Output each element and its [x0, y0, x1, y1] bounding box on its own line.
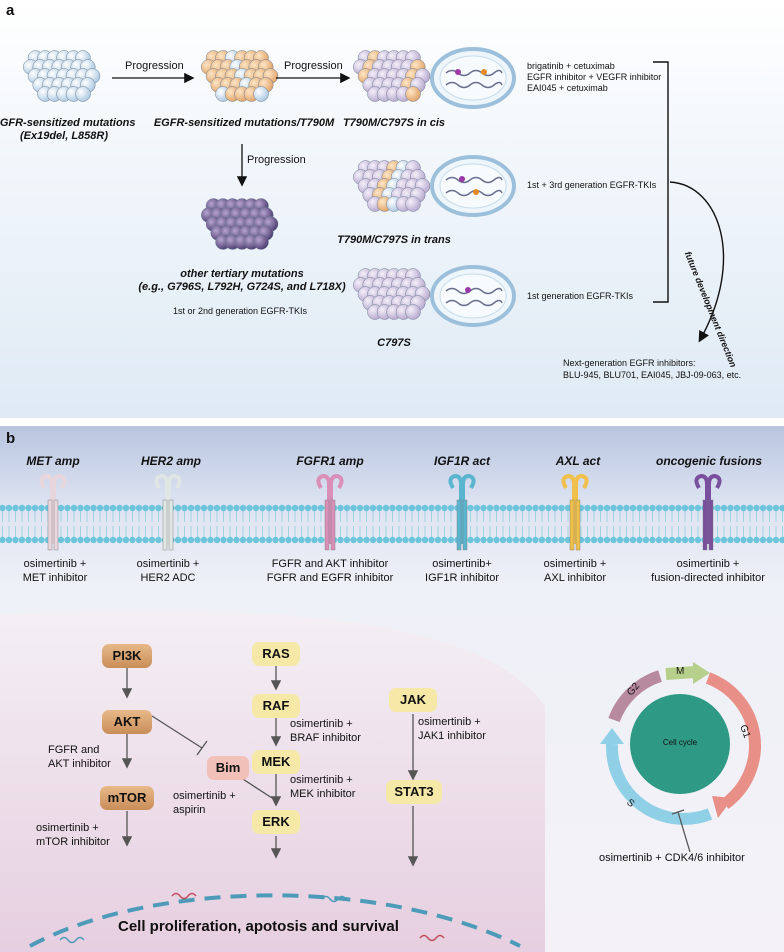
- dna-ring-c797s: [430, 265, 516, 327]
- node-mek: MEK: [252, 750, 300, 774]
- tumor-sensitized: [23, 50, 101, 102]
- dna-ring-cis: [430, 47, 516, 109]
- receptor-tx-fgfr1-2: FGFR and EGFR inhibitor: [266, 572, 394, 584]
- node-ras: RAS: [252, 642, 300, 666]
- receptor-tx-axl-1: osimertinib +: [543, 558, 607, 570]
- next-gen-title: Next-generation EGFR inhibitors:: [563, 358, 696, 368]
- cell-cycle-diagram: [600, 662, 761, 853]
- receptor-tx-axl-2: AXL inhibitor: [544, 572, 606, 584]
- receptor-tx-met-1: osimertinib +: [23, 558, 87, 570]
- receptor-tx-met-2: MET inhibitor: [22, 572, 88, 584]
- dna-ring-trans: [430, 155, 516, 217]
- receptor-name-fgfr1: FGFR1 amp: [296, 454, 364, 468]
- receptor-tx-igf1r-2: IGF1R inhibitor: [425, 572, 499, 584]
- node-jak: JAK: [389, 688, 437, 712]
- panel-b-label: b: [6, 430, 16, 447]
- receptor-tx-igf1r-1: osimertinib+: [432, 558, 492, 570]
- dna-squiggle-2: [321, 895, 347, 903]
- node-pi3k: PI3K: [102, 644, 152, 668]
- progression-label-3: Progression: [247, 154, 306, 166]
- panel-a: a Progression Progression Progression EG…: [0, 0, 784, 418]
- node-stat3: STAT3: [386, 780, 442, 804]
- receptor-tx-her2-2: HER2 ADC: [140, 572, 196, 584]
- node-erk: ERK: [252, 810, 300, 834]
- node-mtor: mTOR: [100, 786, 154, 810]
- cis-treatment-1: brigatinib + cetuximab: [527, 61, 615, 71]
- caption-tertiary-1: other tertiary mutations: [180, 268, 304, 280]
- cell-cycle-center: Cell cycle: [662, 738, 698, 747]
- tumor-tertiary: [201, 198, 279, 250]
- cell-cycle-treatment: osimertinib + CDK4/6 inhibitor: [599, 852, 745, 864]
- inhibit-akt-bim: [151, 715, 208, 756]
- panel-a-graphics: [23, 47, 725, 343]
- node-raf: RAF: [252, 694, 300, 718]
- receptor-tx-fusions-1: osimertinib +: [676, 558, 740, 570]
- receptor-name-met: MET amp: [26, 454, 80, 468]
- panel-b: b MET amp HER2 amp FGFR1 amp IGF1R act A…: [0, 426, 784, 952]
- tx-akt-1: FGFR and: [48, 744, 100, 756]
- tx-mek-2: MEK inhibitor: [290, 788, 356, 800]
- trans-treatment: 1st + 3rd generation EGFR-TKIs: [527, 180, 657, 190]
- dna-squiggle-1: [171, 892, 197, 900]
- progression-label-2: Progression: [284, 60, 343, 72]
- receptor-name-igf1r: IGF1R act: [433, 454, 491, 468]
- caption-c797s: C797S: [377, 337, 411, 349]
- tx-mtor-1: osimertinib +: [36, 822, 99, 834]
- nucleus-envelope: [29, 893, 521, 948]
- tx-jak-2: JAK1 inhibitor: [418, 730, 486, 742]
- receptor-tx-fusions-2: fusion-directed inhibitor: [651, 572, 765, 584]
- inhibit-cell-cycle: [671, 809, 691, 853]
- progression-label-1: Progression: [125, 60, 184, 72]
- receptor-tx-her2-1: osimertinib +: [136, 558, 200, 570]
- caption-sensitized-1: EGFR-sensitized mutations: [0, 117, 136, 129]
- phase-s-arrow: [605, 743, 713, 825]
- panel-a-label: a: [6, 2, 15, 19]
- caption-sensitized-2: (Ex19del, L858R): [19, 130, 109, 142]
- cell-membrane: [0, 504, 784, 544]
- tx-bim-2: aspirin: [173, 804, 206, 816]
- caption-tertiary-2: (e.g., G796S, L792H, G724S, and L718X): [138, 281, 346, 293]
- tumor-c797s: [353, 268, 431, 320]
- receptor-name-axl: AXL act: [555, 454, 601, 468]
- tumor-t790m: [201, 50, 279, 102]
- caption-t790m: EGFR-sensitized mutations/T790M: [153, 117, 335, 129]
- tx-mek-1: osimertinib +: [290, 774, 353, 786]
- phase-m-label: M: [676, 666, 685, 677]
- nucleus-label: Cell proliferation, apotosis and surviva…: [118, 918, 399, 935]
- receptor-name-her2: HER2 amp: [140, 454, 202, 468]
- tx-mtor-2: mTOR inhibitor: [36, 836, 110, 848]
- c797s-treatment: 1st generation EGFR-TKIs: [527, 291, 634, 301]
- tumor-trans: [353, 160, 431, 212]
- receptor-tx-fgfr1-1: FGFR and AKT inhibitor: [271, 558, 389, 570]
- next-gen-list: BLU-945, BLU701, EAI045, JBJ-09-063, etc…: [563, 370, 742, 380]
- cis-treatment-3: EAI045 + cetuximab: [527, 83, 608, 93]
- phase-g1-arrow: [705, 672, 761, 809]
- node-bim: Bim: [207, 756, 249, 780]
- cis-treatment-2: EGFR inhibitor + VEGFR inhibitor: [527, 72, 662, 82]
- caption-trans: T790M/C797S in trans: [337, 234, 451, 246]
- phase-g2-arrow: [608, 670, 663, 723]
- tumor-cis: [353, 50, 431, 102]
- node-akt: AKT: [102, 710, 152, 734]
- dna-squiggle-4: [419, 934, 445, 942]
- treatment-bracket: [653, 61, 669, 303]
- tx-raf-2: BRAF inhibitor: [290, 732, 361, 744]
- tertiary-treatment: 1st or 2nd generation EGFR-TKIs: [172, 306, 308, 316]
- tx-bim-1: osimertinib +: [173, 790, 236, 802]
- receptors: [39, 473, 722, 551]
- tx-jak-1: osimertinib +: [418, 716, 481, 728]
- receptor-name-fusions: oncogenic fusions: [655, 454, 763, 468]
- caption-cis: T790M/C797S in cis: [342, 117, 446, 129]
- dna-squiggle-3: [59, 936, 85, 944]
- phase-m-arrow: [665, 666, 696, 680]
- tx-akt-2: AKT inhibitor: [48, 758, 111, 770]
- tx-raf-1: osimertinib +: [290, 718, 353, 730]
- future-direction-arrow: [669, 181, 725, 343]
